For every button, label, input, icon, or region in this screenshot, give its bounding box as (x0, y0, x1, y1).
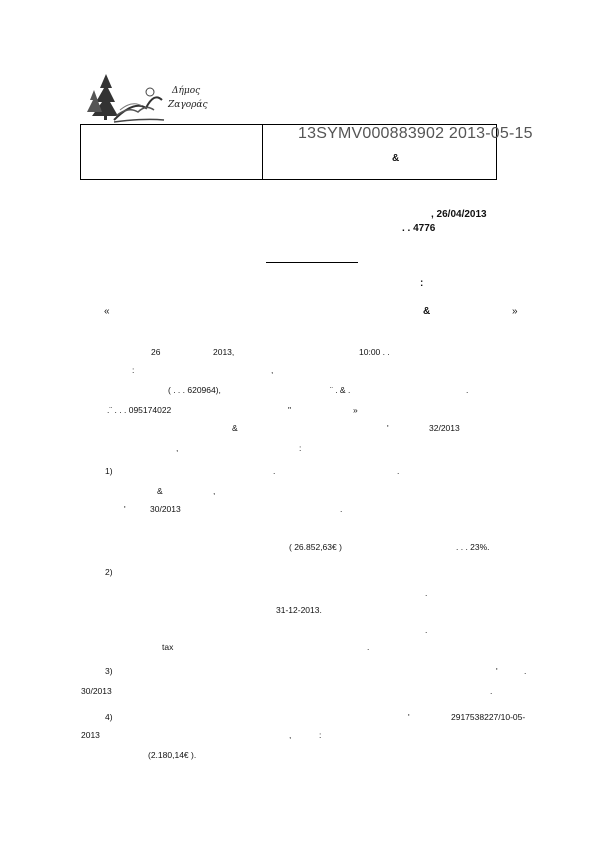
item-text: . (397, 466, 400, 476)
item-text: & (157, 486, 163, 496)
quote-close: » (512, 306, 518, 317)
document-date: , 26/04/2013 (431, 209, 487, 220)
municipality-logo: Δήμος Ζαγοράς (84, 70, 214, 124)
item-text: : (319, 730, 322, 740)
item-text: . (367, 642, 370, 652)
item-text: ' (496, 666, 498, 676)
protocol-number: . . 4776 (402, 223, 436, 234)
item-text: tax (162, 642, 174, 652)
logo-line-2: Ζαγοράς (168, 100, 208, 110)
item-amount: (2.180,14€ ). (148, 750, 197, 760)
item-text: , (213, 486, 216, 496)
item-text: . (490, 686, 493, 696)
item-number: 1) (105, 466, 113, 476)
header-ampersand: & (392, 153, 400, 164)
logo-emblem-icon (87, 74, 165, 123)
intro-text: 26 (151, 347, 161, 357)
document-stamp: 13SYMV000883902 2013-05-15 (298, 125, 533, 142)
header-divider (262, 125, 263, 179)
header-box (80, 124, 497, 180)
intro-text: » (353, 405, 358, 415)
item-number: 3) (105, 666, 113, 676)
intro-text: 10:00 . . (359, 347, 390, 357)
logo-line-1: Δήμος (172, 86, 201, 96)
intro-text: : (299, 443, 302, 453)
quote-ampersand: & (423, 306, 431, 317)
item-text: . (524, 666, 527, 676)
item-text: 30/2013 (81, 686, 112, 696)
intro-text: ( . . . 620964), (168, 385, 221, 395)
item-text: . . . 23%. (456, 542, 490, 552)
item-text: . (425, 588, 428, 598)
subject-colon: : (420, 278, 424, 289)
item-text: . (340, 504, 343, 514)
item-text: ' (124, 504, 126, 514)
intro-text: : (132, 365, 135, 375)
title-underline (266, 262, 358, 263)
item-number: 2) (105, 567, 113, 577)
item-text: , (289, 730, 292, 740)
item-date: 31-12-2013. (276, 605, 322, 615)
item-text: . (273, 466, 276, 476)
intro-text: ¨ . & . (330, 385, 351, 395)
intro-text: , (271, 365, 274, 375)
intro-text: 2013, (213, 347, 235, 357)
item-number: 4) (105, 712, 113, 722)
quote-open: « (104, 306, 110, 317)
intro-text: . (466, 385, 469, 395)
item-text: 30/2013 (150, 504, 181, 514)
intro-text: 32/2013 (429, 423, 460, 433)
intro-text: , (176, 443, 179, 453)
intro-text: & (232, 423, 238, 433)
item-amount: ( 26.852,63€ ) (289, 542, 342, 552)
item-text: ' (408, 712, 410, 722)
item-text: . (425, 625, 428, 635)
intro-text: .¨ . . . 095174022 (107, 405, 172, 415)
intro-text: " (288, 405, 292, 415)
item-reference: 2917538227/10-05- (451, 712, 526, 722)
intro-text: ' (387, 423, 389, 433)
item-text: 2013 (81, 730, 100, 740)
